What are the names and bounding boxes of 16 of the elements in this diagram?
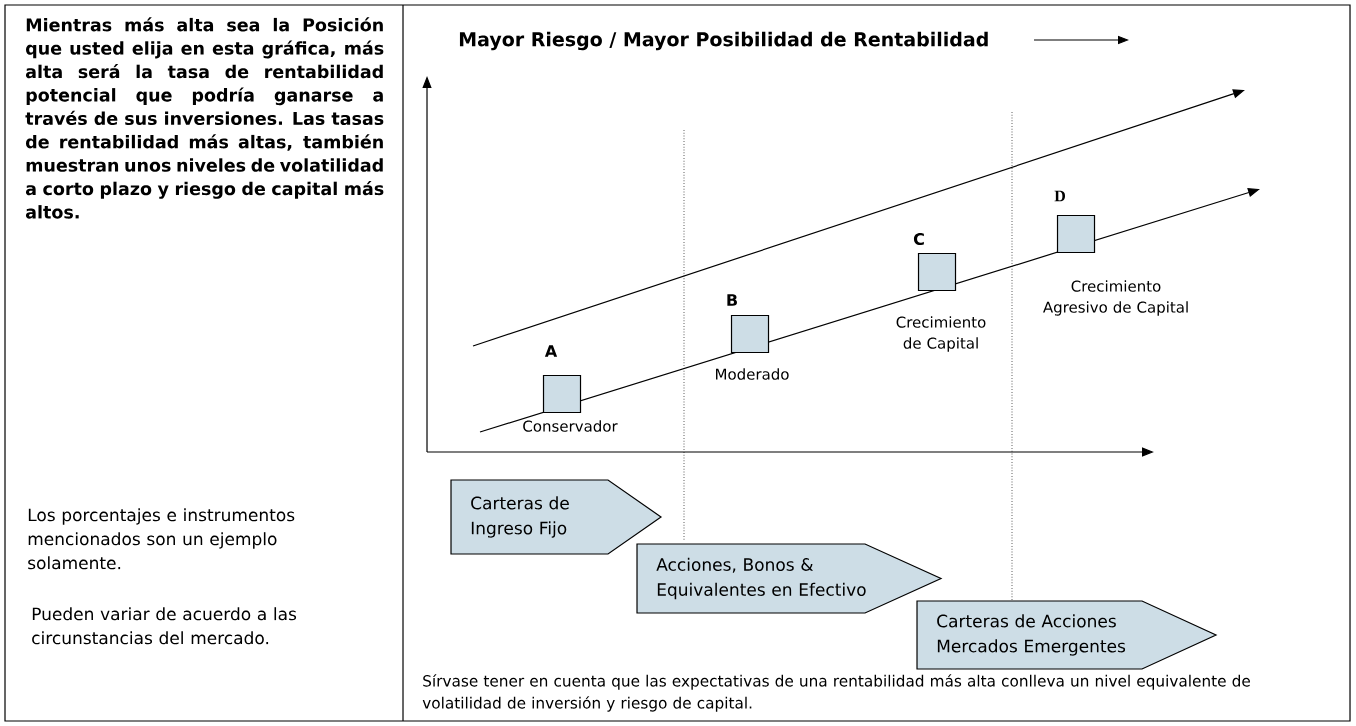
- description-text: Mientras más alta sea la Posición que usted elija en esta gráfica, más alta será la tasa de rentabilidad potencial que podría ganarse a través de sus inversiones. Las tasas de rentabilidad más altas, también muestran unos niveles de volatilidad a corto plazo y riesgo de capital más altos.: [25, 17, 384, 219]
- node-label: Conservador: [523, 420, 618, 432]
- arrow-box: Acciones, Bonos & Equivalentes en Efectivo: [636, 543, 943, 614]
- letter-label: C: [913, 232, 924, 246]
- arrow-box: Carteras de Acciones Mercados Emergentes: [916, 600, 1218, 670]
- node-label: Moderado: [716, 368, 789, 380]
- node-label: Crecimiento Agresivo de Capital: [1043, 280, 1188, 316]
- note-text: Pueden variar de acuerdo a las circunstancias del mercado.: [32, 607, 297, 645]
- letter-label: A: [544, 345, 558, 357]
- node-label: Crecimiento de Capital: [896, 316, 986, 352]
- arrow-box: Carteras de Ingreso Fijo: [450, 479, 663, 555]
- letter-label: B: [727, 294, 737, 306]
- title: Mayor Riesgo / Mayor Posibilidad de Rentabilidad: [459, 31, 988, 51]
- footnote-text: Sírvase tener en cuenta que las expectativas de una rentabilidad más alta conlleva un nivel equivalente de volatilidad de inversión y riesgo de capital.: [422, 674, 1250, 712]
- note-text: Los porcentajes e instrumentos mencionados son un ejemplo solamente.: [28, 508, 295, 570]
- letter-label: D: [1054, 190, 1065, 202]
